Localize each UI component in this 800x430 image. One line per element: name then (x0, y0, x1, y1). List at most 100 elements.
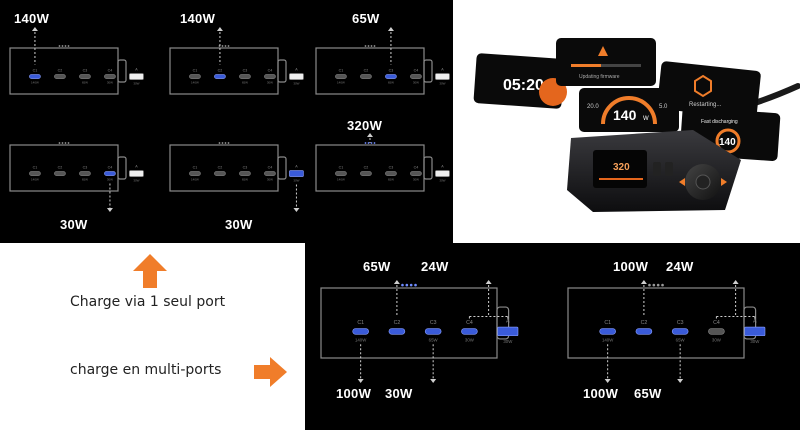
indicator-dot (224, 142, 227, 144)
screen-updating-card: Updating firmware (556, 38, 656, 86)
port-c2 (54, 74, 66, 79)
charger-knob (496, 306, 510, 340)
port-label: C1 (33, 166, 38, 170)
port-sublabel: 30W (293, 179, 299, 183)
arrow-head-icon (387, 27, 394, 31)
indicator-dot (370, 142, 373, 144)
port-label: C1 (193, 69, 198, 73)
indicator-dot (370, 45, 373, 47)
arrow-head-icon (732, 280, 739, 284)
port-c2 (214, 171, 226, 176)
port-a (129, 73, 144, 80)
indicator-dot (648, 283, 651, 287)
port-c3 (671, 328, 689, 335)
port-sublabel: 30W (413, 81, 419, 85)
charger-knob (423, 156, 433, 180)
charger-knob (277, 156, 287, 180)
port-a (289, 170, 304, 177)
arrow-head-icon (430, 379, 437, 383)
arrow-head-icon (640, 280, 647, 284)
port-label: C3 (389, 166, 394, 170)
charger-knob (423, 59, 433, 83)
indicator-dot (67, 45, 70, 47)
right-arrow-icon (254, 357, 287, 387)
port-c2 (360, 171, 372, 176)
gauge-left-text: 20.0 (587, 104, 599, 110)
screen-restarting-card: Restarting... (657, 61, 761, 119)
indicator-dot (367, 45, 370, 47)
port-sublabel: 65W (388, 178, 394, 182)
left-bracket-watt-label: 24W (421, 259, 449, 274)
indicator-dot (409, 283, 413, 287)
port-label: C4 (268, 69, 273, 73)
indicator-dot (401, 283, 404, 287)
port-a (744, 326, 766, 337)
port-sublabel: 65W (388, 81, 394, 85)
port-label: C4 (414, 166, 419, 170)
port-sublabel: 65W (429, 338, 439, 343)
port-c4 (708, 328, 725, 335)
screen-restarting-text: Restarting... (689, 102, 722, 108)
port-label: C2 (58, 166, 63, 170)
port-a (497, 326, 519, 337)
port-label: A (135, 165, 138, 169)
port-sublabel: 65W (242, 81, 248, 85)
port-label: C3 (243, 69, 248, 73)
port-label: C4 (108, 69, 113, 73)
port-label: C1 (357, 320, 364, 326)
port-sublabel: 30W (465, 338, 475, 343)
indicator-dot (58, 45, 61, 47)
device-display-text: 320 (613, 162, 630, 173)
port-sublabel: 30W (107, 81, 113, 85)
port-sublabel: 30W (439, 179, 445, 183)
port-label: C2 (218, 69, 223, 73)
indicator-dot (405, 283, 409, 287)
port-label: C4 (713, 320, 720, 326)
screen-updating-text: Updating firmware (579, 74, 620, 80)
port-c3 (79, 74, 91, 79)
left-c1-watt-label: 100W (336, 386, 372, 401)
up-arrow-icon (133, 254, 167, 288)
port-label: C2 (364, 69, 369, 73)
port-sublabel: 140W (191, 178, 199, 182)
indicator-dot (414, 283, 417, 287)
charger-device: 320 (567, 130, 741, 212)
port-sublabel: 30W (267, 178, 273, 182)
port-sublabel: 140W (337, 178, 345, 182)
port-sublabel: 30W (503, 339, 513, 344)
arrow-head-icon (357, 379, 364, 383)
charger-body (315, 144, 425, 192)
indicator-dot (652, 283, 656, 287)
port-sublabel: 30W (439, 82, 445, 86)
indicator-dot (61, 45, 64, 47)
port-label: C3 (677, 320, 684, 326)
port-sublabel: 65W (82, 81, 88, 85)
arrow-head-icon (677, 379, 684, 383)
indicator-dot (218, 142, 221, 144)
port-label: C2 (394, 320, 401, 326)
port-sublabel: 30W (750, 339, 760, 344)
port-c1 (335, 171, 347, 176)
port-c1 (189, 171, 201, 176)
port-c3 (239, 171, 251, 176)
port-c2 (214, 74, 226, 79)
left-c3-watt-label: 30W (385, 386, 413, 401)
port-label: A (295, 165, 298, 169)
port-label: C2 (364, 166, 369, 170)
charger-product-illustration: 05:20 Updating firmware Restarting... 14… (473, 38, 800, 212)
charger-body (9, 144, 119, 192)
port-c2 (635, 328, 653, 335)
port-c3 (385, 171, 397, 176)
product-render: 05:20 Updating firmware Restarting... 14… (453, 0, 800, 243)
indicator-dot (656, 283, 660, 287)
port-sublabel: 30W (267, 81, 273, 85)
port-c4 (104, 171, 116, 176)
port-label: C2 (218, 166, 223, 170)
port-label: C1 (339, 166, 344, 170)
port-label: A (441, 165, 444, 169)
port-c4 (104, 74, 116, 79)
